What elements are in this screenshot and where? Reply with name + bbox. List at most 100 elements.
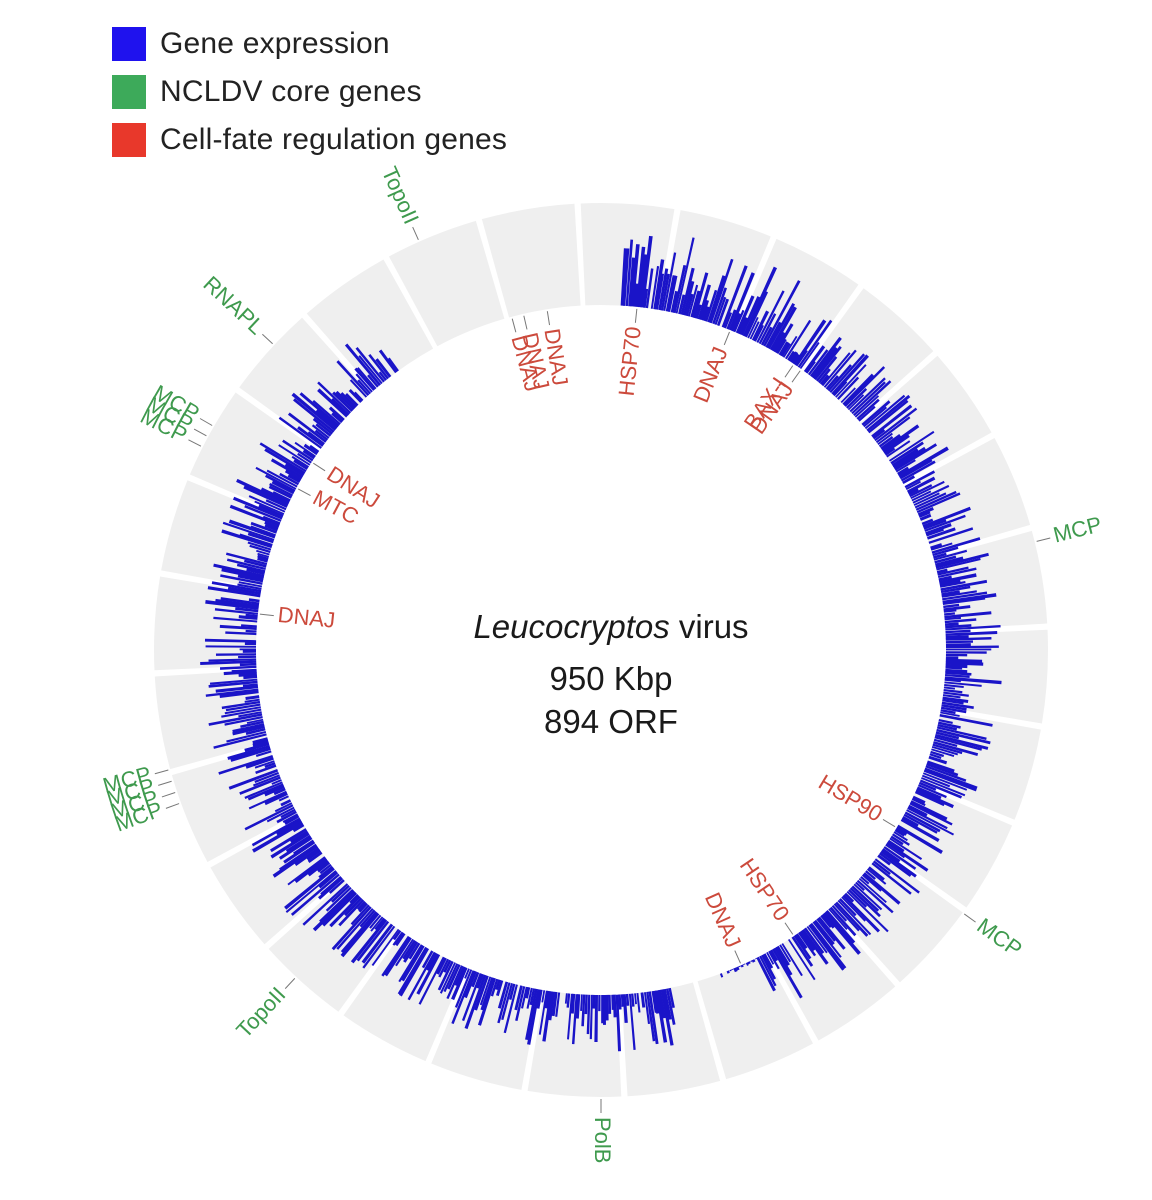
expression-bar: [877, 432, 893, 446]
expression-bar: [881, 848, 901, 863]
expression-bar: [314, 429, 329, 441]
expression-bar: [640, 235, 653, 308]
expression-bar: [687, 284, 699, 317]
expression-bar: [259, 442, 307, 473]
expression-bar: [219, 690, 259, 699]
contig-ring: [153, 203, 1048, 1097]
expression-bar: [270, 832, 310, 859]
expression-bar: [878, 436, 894, 448]
expression-bar: [592, 994, 596, 1009]
expression-bar: [307, 851, 323, 864]
expression-bar: [795, 349, 808, 367]
contig-segment: [883, 785, 1013, 908]
expression-bar: [331, 398, 350, 416]
expression-bar: [866, 394, 911, 432]
expression-bar: [237, 583, 262, 590]
expression-bar: [284, 867, 335, 910]
expression-bar: [328, 879, 345, 894]
expression-bar: [833, 381, 848, 397]
expression-bar: [668, 987, 675, 1008]
expression-bar: [257, 552, 270, 558]
expression-bar: [204, 638, 257, 643]
expression-bar: [719, 973, 724, 978]
expression-bar: [874, 407, 918, 442]
expression-bar: [933, 552, 947, 559]
expression-bar: [939, 581, 966, 588]
expression-bar: [358, 355, 383, 385]
expression-bar: [903, 813, 938, 834]
expression-bar: [917, 507, 934, 517]
expression-bar: [244, 642, 257, 646]
expression-bar: [936, 568, 948, 574]
expression-bar: [923, 519, 947, 530]
expression-bar: [858, 405, 876, 422]
expression-bar: [271, 480, 295, 495]
expression-bar: [416, 953, 441, 995]
expression-bar: [615, 994, 622, 1052]
expression-bar: [910, 800, 948, 821]
expression-bar: [278, 843, 317, 871]
expression-bar: [815, 356, 838, 382]
expression-bar: [219, 624, 257, 631]
expression-bar: [663, 988, 672, 1020]
expression-bar: [245, 613, 258, 618]
annotation-leader-line: [546, 311, 551, 326]
expression-bar: [394, 932, 406, 947]
expression-bar: [893, 831, 908, 842]
expression-bar: [317, 877, 344, 900]
annotation-leader-line: [165, 803, 180, 809]
expression-bar: [248, 598, 260, 603]
expression-bar: [241, 624, 257, 628]
expression-bar: [940, 706, 967, 714]
expression-bar: [895, 459, 916, 473]
expression-bar: [754, 324, 764, 342]
expression-bar: [294, 857, 328, 883]
expression-bar: [264, 521, 279, 529]
expression-bar: [392, 929, 402, 941]
expression-bar: [889, 837, 923, 860]
expression-bar: [908, 804, 928, 817]
expression-bar: [252, 821, 304, 853]
expression-bar: [547, 991, 556, 1021]
expression-bar: [275, 819, 302, 836]
expression-bar: [769, 949, 779, 962]
expression-bar: [925, 523, 952, 536]
annotation-leader-line: [313, 462, 326, 472]
expression-bar: [239, 533, 273, 546]
expression-bar: [219, 665, 257, 670]
expression-bar: [213, 563, 265, 578]
expression-bar: [224, 706, 261, 715]
expression-bar: [894, 829, 905, 837]
expression-bar: [821, 913, 836, 929]
expression-bar: [264, 762, 276, 768]
expression-bar: [254, 771, 280, 784]
expression-bar: [887, 839, 905, 853]
expression-bar: [490, 978, 499, 997]
expression-bar: [318, 871, 339, 889]
expression-bar: [844, 366, 886, 407]
expression-bar: [923, 770, 977, 792]
expression-bar: [395, 938, 414, 967]
expression-bar: [367, 374, 379, 388]
expression-bar: [945, 640, 974, 644]
expression-bar: [213, 733, 267, 749]
expression-bar: [332, 391, 354, 412]
expression-bar: [239, 648, 257, 651]
expression-bar: [724, 312, 733, 329]
expression-bar: [316, 861, 331, 873]
expression-bar: [242, 649, 257, 653]
expression-bar: [926, 760, 955, 773]
expression-bar: [853, 883, 883, 911]
expression-bar: [378, 371, 387, 381]
expression-bar: [290, 873, 340, 916]
expression-bar: [287, 856, 326, 886]
expression-bar: [368, 353, 389, 380]
expression-bar: [307, 431, 325, 445]
expression-bar: [940, 585, 971, 594]
expression-bar: [312, 889, 356, 932]
expression-bar: [607, 994, 612, 1014]
expression-bar: [345, 393, 359, 407]
expression-bar: [921, 774, 951, 788]
expression-bar: [461, 972, 482, 1022]
